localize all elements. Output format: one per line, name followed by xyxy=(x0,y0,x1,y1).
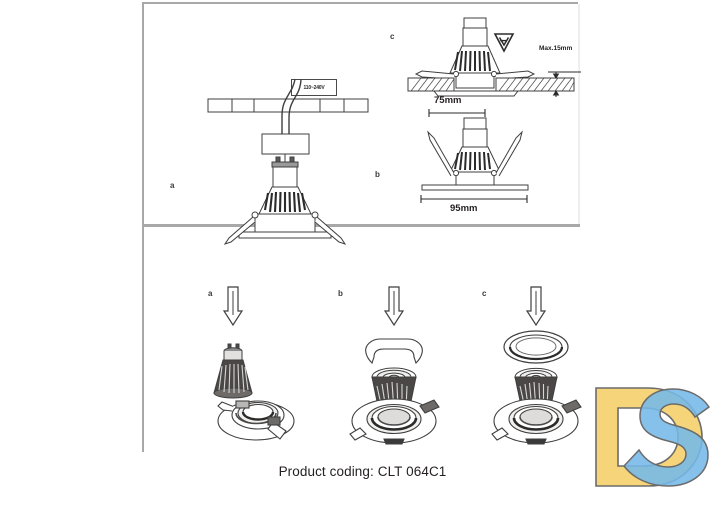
panel-right-edge xyxy=(578,4,580,224)
figure-label-b: b xyxy=(375,170,380,179)
voltage-label-box: 110~240V xyxy=(291,79,337,96)
warning-triangle-icon xyxy=(493,32,515,53)
assembly-step-label-b: b xyxy=(338,289,343,298)
dimension-bezel-diameter: 95mm xyxy=(450,203,478,214)
assembly-step-a xyxy=(213,285,326,447)
arrow-down-icon xyxy=(525,286,547,327)
product-coding-caption: Product coding: CLT 064C1 xyxy=(278,464,447,479)
assembly-step-b xyxy=(342,285,462,447)
figure-a-drawing xyxy=(202,74,432,245)
retaining-clip xyxy=(365,338,423,365)
installation-section: a 110~240V xyxy=(144,4,581,245)
dimension-line-75mm xyxy=(427,108,487,118)
trim-ring xyxy=(503,330,569,364)
bezel-ring-a xyxy=(217,400,295,441)
assembly-step-c xyxy=(484,285,604,447)
dimension-max-thickness: Max.15mm xyxy=(539,45,573,52)
assembly-section: a xyxy=(144,227,582,454)
product-diagram-panel: a 110~240V xyxy=(142,2,582,454)
dimension-cutout-width: 75mm xyxy=(434,95,462,106)
bezel-ring-c xyxy=(491,398,582,445)
logo-letter-s xyxy=(623,388,711,487)
bezel-ring-b xyxy=(349,398,440,445)
figure-c-drawing xyxy=(406,16,581,106)
arrow-down-icon xyxy=(383,286,405,327)
figure-label-c: c xyxy=(390,32,395,41)
panel-section-divider xyxy=(144,224,580,227)
ds-logo-watermark xyxy=(578,374,725,500)
assembly-step-label-c: c xyxy=(482,289,487,298)
assembly-step-label-a: a xyxy=(208,289,213,298)
figure-label-a: a xyxy=(170,181,175,190)
arrow-down-icon xyxy=(222,286,244,327)
dimension-line-95mm xyxy=(419,194,529,204)
figure-b-drawing xyxy=(406,116,556,191)
